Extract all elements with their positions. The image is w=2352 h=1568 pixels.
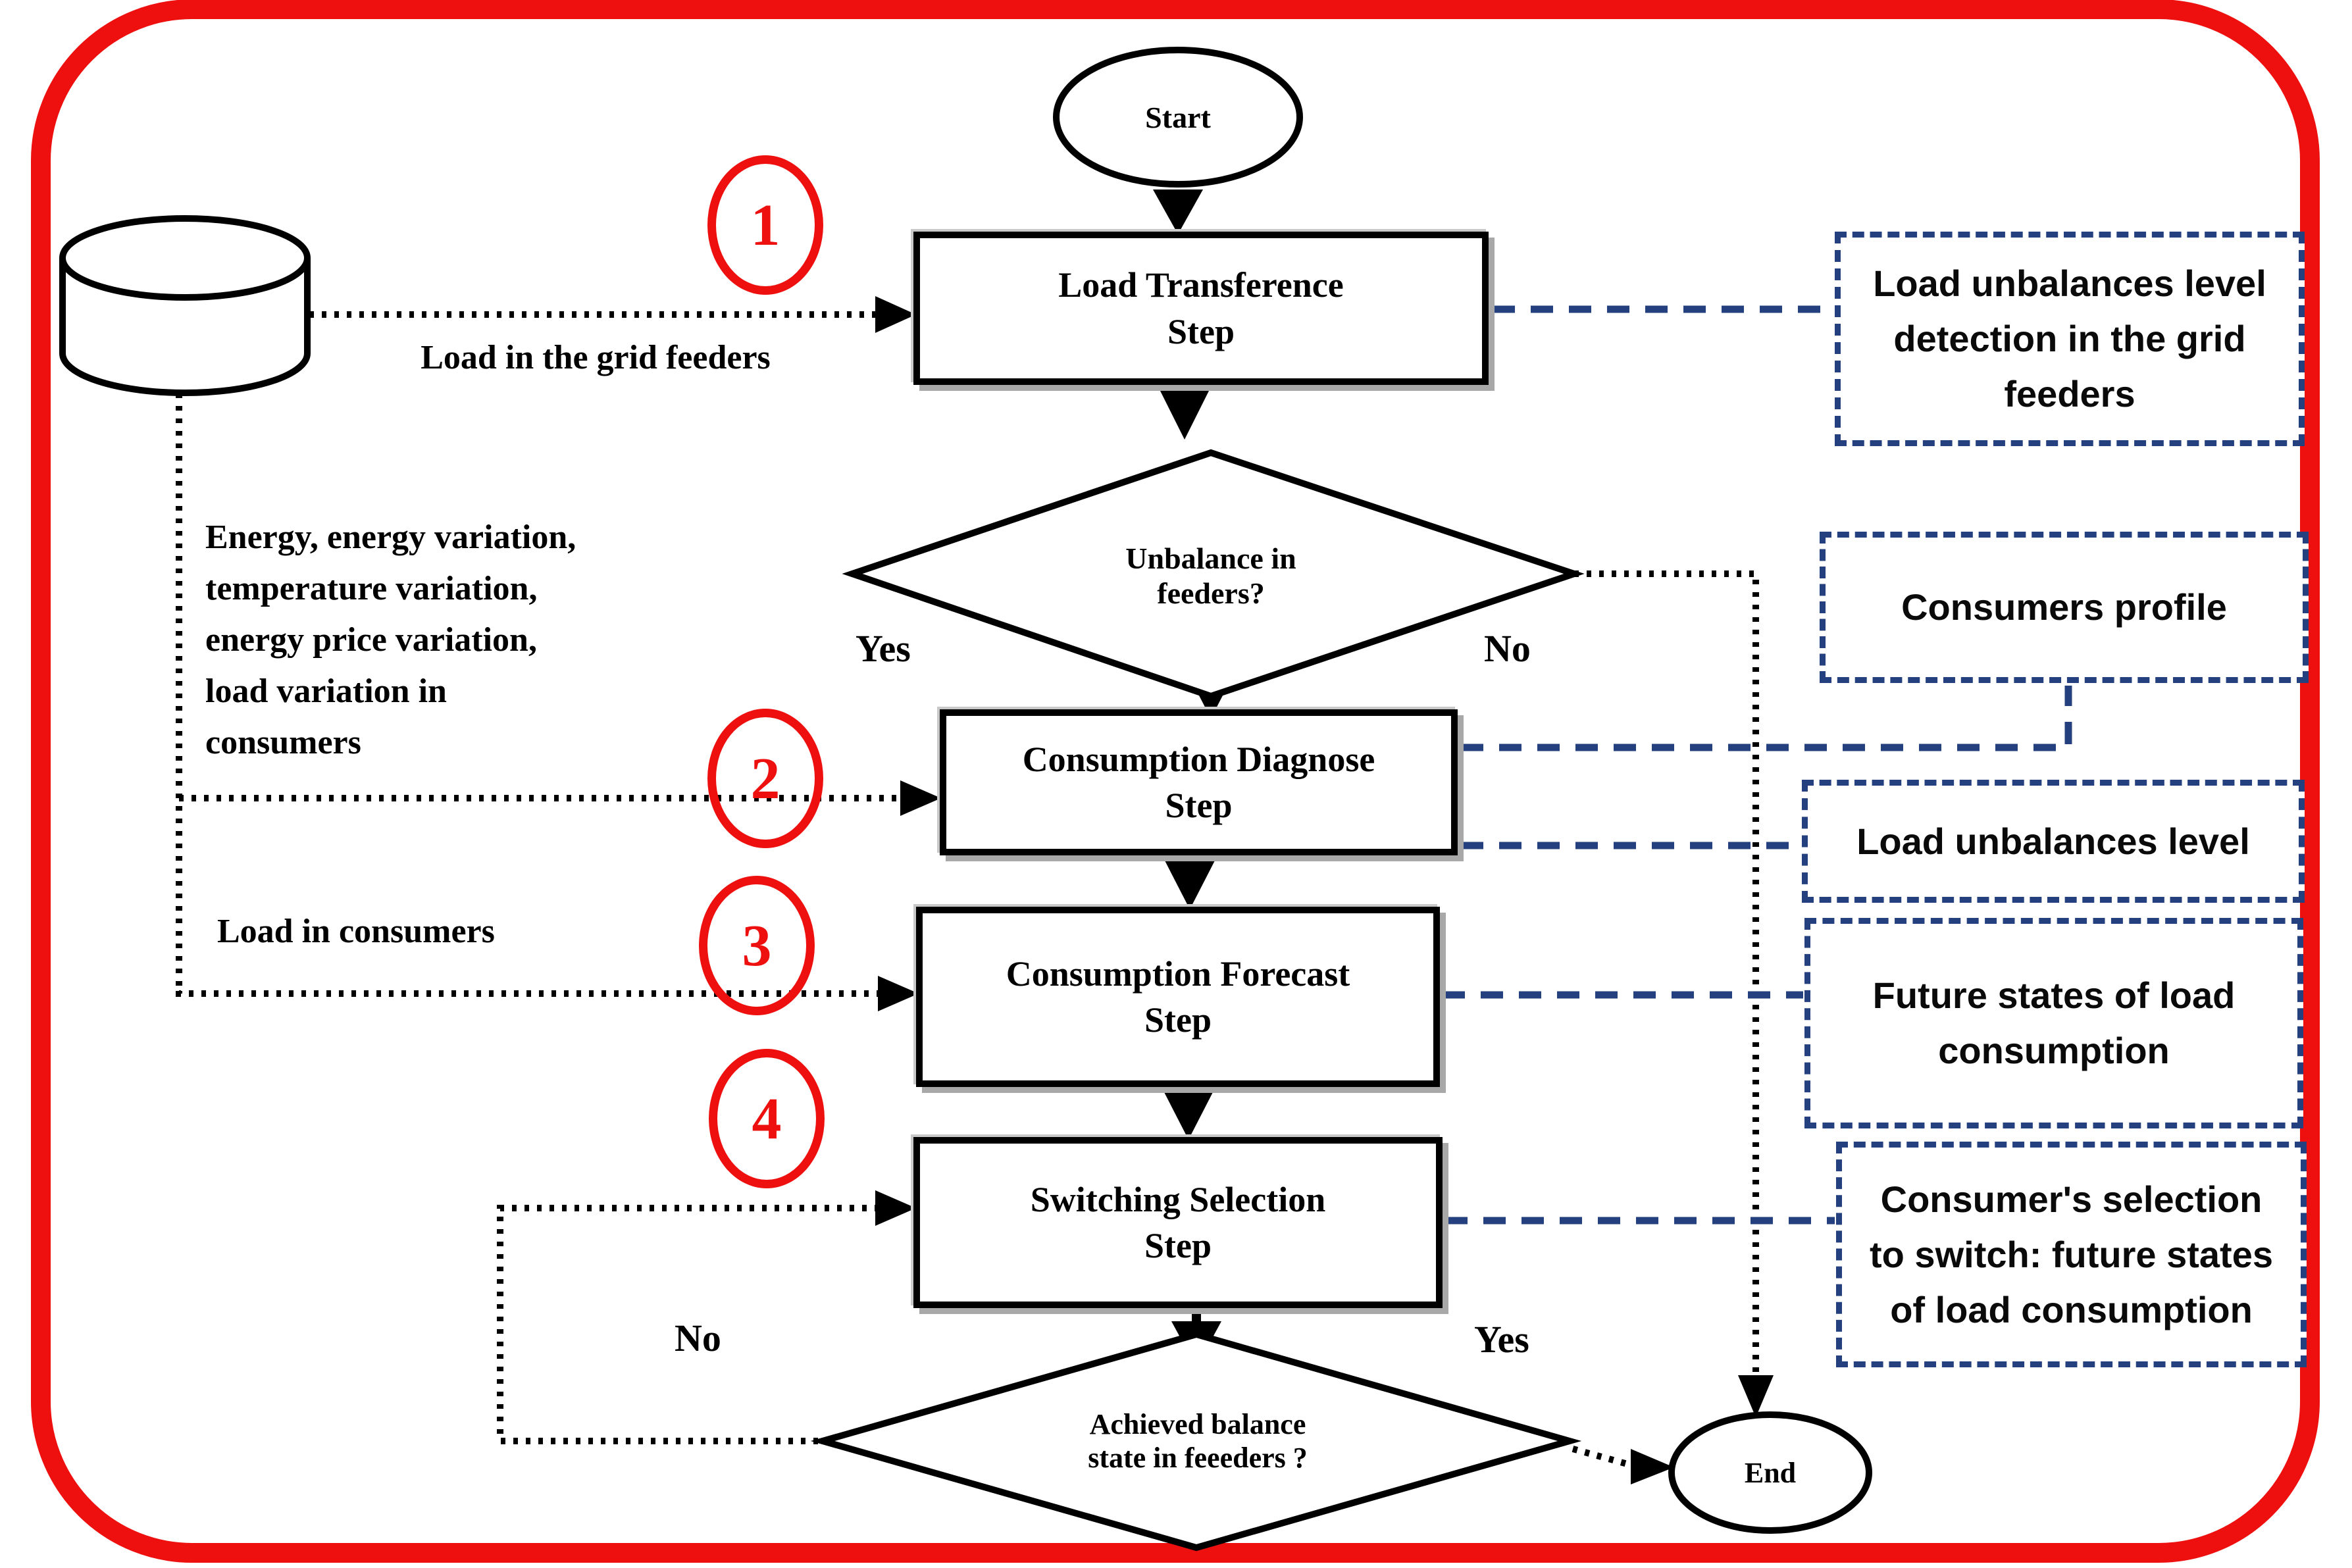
step4-switching-selection-box: Switching Selection Step — [913, 1137, 1443, 1308]
dotted-rail-to-step3 — [176, 990, 882, 997]
label-load-in-consumers: Load in consumers — [217, 913, 495, 950]
step3-consumption-forecast-box: Consumption Forecast Step — [916, 907, 1440, 1087]
dashed-connectors — [1443, 305, 2072, 1225]
outer-red-frame — [31, 0, 2320, 1563]
arrow-start-to-step1 — [1153, 190, 1203, 234]
arrow-step1-to-decision1 — [1160, 390, 1210, 440]
arrowhead-into-step2 — [900, 780, 941, 816]
step-badge-1: 1 — [707, 155, 823, 295]
arrowhead-into-step1 — [875, 296, 916, 333]
decision2-no-label: No — [675, 1317, 721, 1359]
end-label: End — [1744, 1456, 1797, 1489]
decision2-diamond — [810, 1330, 1582, 1552]
cylinder-top — [59, 215, 311, 301]
decision1-no-label: No — [1484, 627, 1531, 670]
label-energy-variation-block: Energy, energy variation, temperature va… — [205, 518, 576, 761]
decision1-yes-label: Yes — [856, 627, 911, 670]
arrow-step2-to-step3 — [1165, 861, 1215, 909]
dotted-no-loop-to-step4 — [497, 1205, 879, 1444]
step1-load-transference-box: Load Transference Step — [913, 232, 1489, 385]
arrowhead-into-end-left — [1631, 1449, 1674, 1484]
sidebox-load-unbalances-level: Load unbalances level — [1802, 780, 2305, 903]
dotted-yes-branch-to-end — [1572, 1446, 1636, 1469]
start-label: Start — [1145, 100, 1211, 134]
end-oval — [1668, 1411, 1872, 1534]
sidebox-unbalance-detection: Load unbalances level detection in the g… — [1835, 232, 2305, 446]
dashed-step2-to-profile — [1461, 686, 2072, 751]
arrowhead-into-end-top — [1738, 1375, 1774, 1417]
arrowhead-into-step4 — [875, 1190, 916, 1226]
label-load-grid-feeders: Load in the grid feeders — [421, 338, 771, 376]
sidebox-future-states: Future states of load consumption — [1804, 918, 2303, 1128]
step-badge-3: 3 — [699, 876, 815, 1015]
step-badge-4: 4 — [709, 1049, 825, 1188]
decision1-label: Unbalance in feeders? — [1125, 542, 1296, 610]
start-oval — [1053, 47, 1303, 188]
sidebox-consumer-selection: Consumer's selection to switch: future s… — [1836, 1142, 2307, 1367]
arrowhead-into-step3 — [878, 976, 919, 1011]
decision2-label: Achieved balance state in feeeders ? — [1088, 1408, 1308, 1474]
dotted-no-branch-to-end — [1574, 570, 1759, 1379]
decision2-yes-label: Yes — [1474, 1318, 1529, 1361]
sidebox-consumers-profile: Consumers profile — [1820, 532, 2309, 683]
decision1-diamond — [842, 449, 1585, 700]
database-cylinder-icon — [59, 215, 311, 396]
arrow-step3-to-step4 — [1163, 1091, 1214, 1140]
step2-consumption-diagnose-box: Consumption Diagnose Step — [940, 709, 1458, 855]
